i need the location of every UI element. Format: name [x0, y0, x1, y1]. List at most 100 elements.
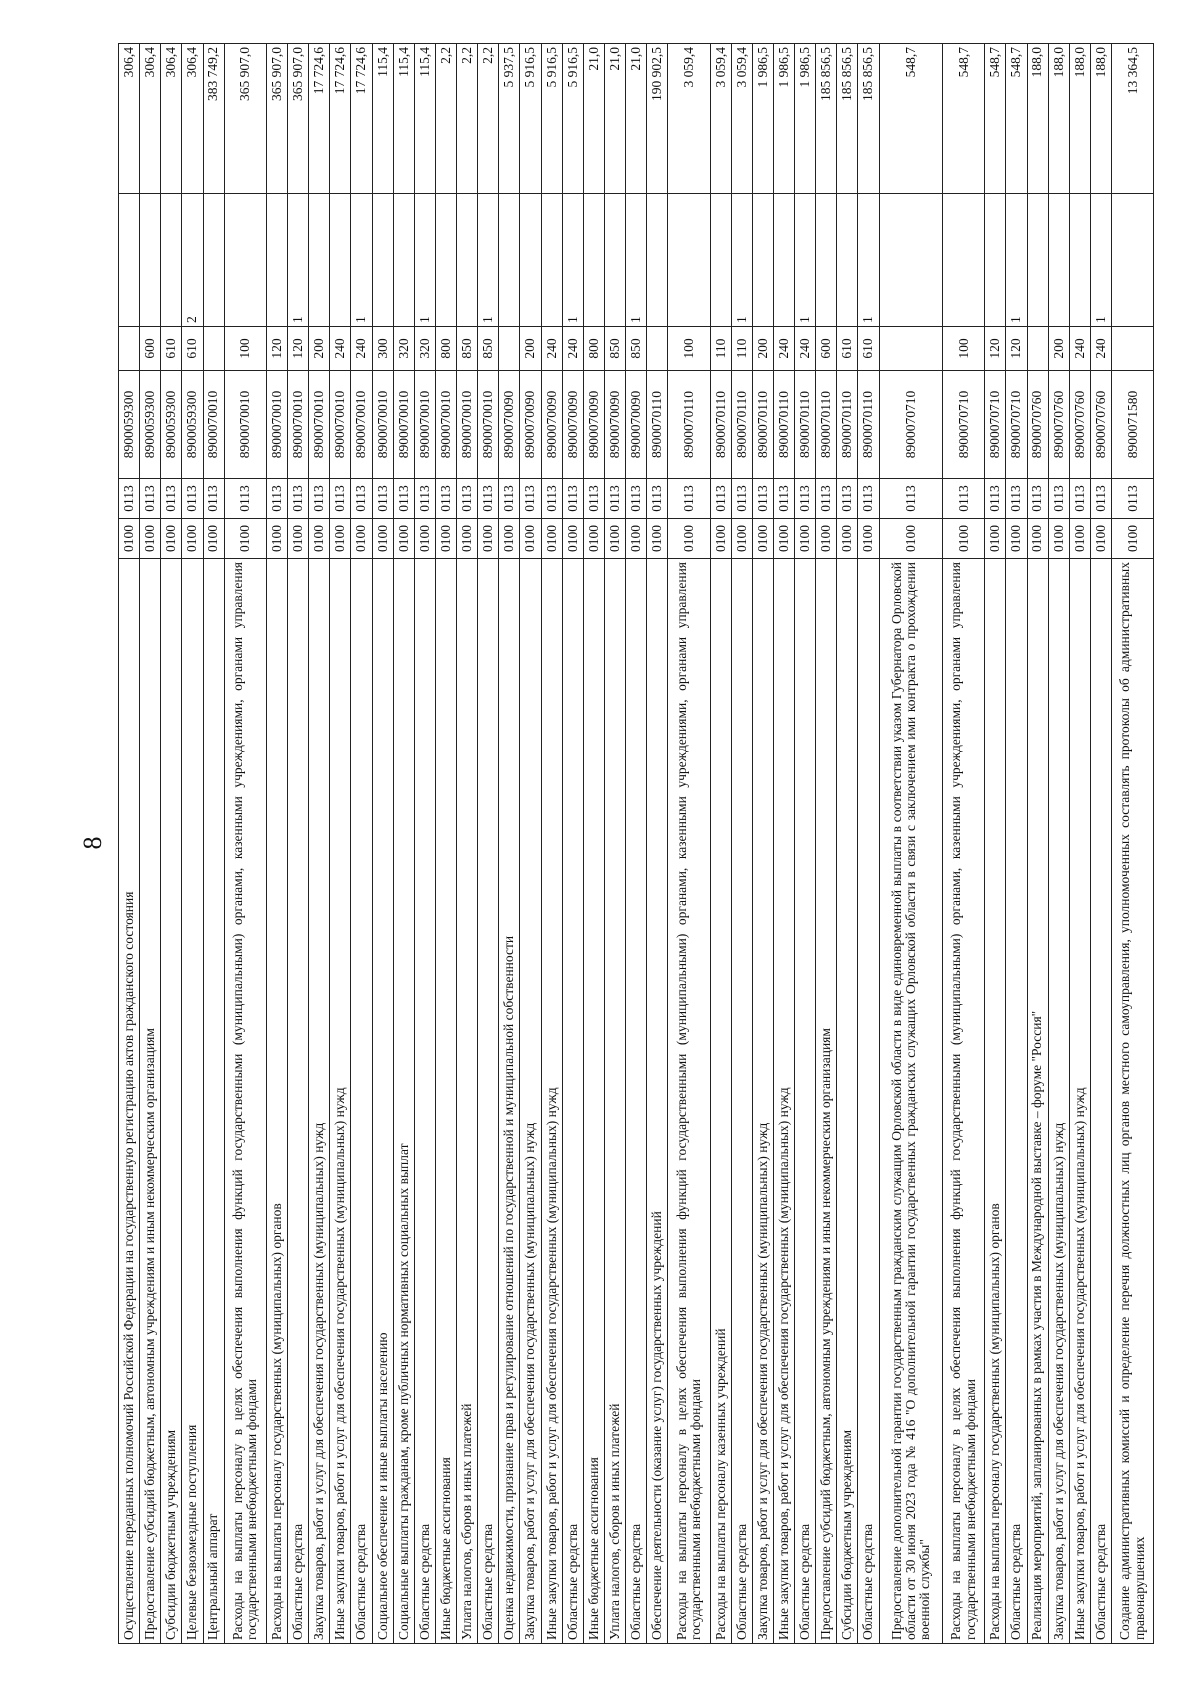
- row-amount-cell: 306,4: [181, 43, 203, 194]
- table-row: Иные закупки товаров, работ и услуг для …: [773, 43, 795, 1644]
- row-name-cell: Закупка товаров, работ и услуг для обесп…: [308, 558, 330, 1644]
- row-section-cell: 0100: [1048, 518, 1070, 559]
- row-source-mark-cell: [224, 193, 267, 327]
- row-name-cell: Закупка товаров, работ и услуг для обесп…: [519, 558, 542, 1644]
- table-row: Расходы на выплаты персоналу в целях обе…: [224, 43, 267, 1644]
- row-name-cell: Расходы на выплаты персоналу в целях обе…: [224, 558, 267, 1644]
- row-target-article-cell: 8900070090: [519, 370, 542, 479]
- row-section-cell: 0100: [583, 518, 605, 559]
- row-expense-type-cell: 610: [181, 326, 203, 371]
- page-number: 8: [78, 836, 107, 850]
- row-target-article-cell: 8900070090: [498, 370, 520, 479]
- row-source-mark-cell: [372, 193, 394, 327]
- row-target-article-cell: 8900059300: [160, 370, 182, 479]
- table-row: Иные закупки товаров, работ и услуг для …: [1069, 43, 1091, 1644]
- row-source-mark-cell: [752, 193, 774, 327]
- row-name-cell: Расходы на выплаты персоналу в целях обе…: [667, 558, 711, 1644]
- row-target-article-cell: 8900059300: [181, 370, 203, 479]
- row-expense-type-cell: 610: [836, 326, 858, 371]
- row-name-cell: Центральный аппарат: [203, 558, 225, 1644]
- row-name-cell: Областные средства: [1005, 558, 1028, 1644]
- table-row: Оценка недвижимости, признание прав и ре…: [498, 43, 520, 1644]
- row-expense-type-cell: 110: [731, 326, 753, 371]
- row-section-cell: 0100: [667, 518, 711, 559]
- row-amount-cell: 5 916,5: [562, 43, 584, 194]
- row-amount-cell: 1 986,5: [773, 43, 795, 194]
- row-name-cell: Областные средства: [414, 558, 436, 1644]
- row-subsection-cell: 0113: [1005, 478, 1028, 519]
- row-name-cell: Социальное обеспечение и иные выплаты на…: [372, 558, 394, 1644]
- row-source-mark-cell: [541, 193, 563, 327]
- table-row: Предоставление субсидий бюджетным, автон…: [815, 43, 837, 1644]
- table-row: Расходы на выплаты персоналу в целях обе…: [942, 43, 985, 1644]
- row-target-article-cell: 8900070110: [710, 370, 732, 479]
- row-expense-type-cell: 120: [984, 326, 1006, 371]
- row-section-cell: 0100: [836, 518, 858, 559]
- row-expense-type-cell: [879, 326, 943, 371]
- row-name-cell: Расходы на выплаты персоналу в целях обе…: [942, 558, 985, 1644]
- row-amount-cell: 115,4: [393, 43, 415, 194]
- row-amount-cell: 5 916,5: [541, 43, 563, 194]
- row-source-mark-cell: [1111, 193, 1154, 327]
- row-amount-cell: 365 907,0: [287, 43, 309, 194]
- row-target-article-cell: 8900070010: [477, 370, 499, 479]
- row-subsection-cell: 0113: [879, 478, 943, 519]
- row-section-cell: 0100: [604, 518, 626, 559]
- row-target-article-cell: 8900070010: [456, 370, 478, 479]
- row-amount-cell: 17 724,6: [329, 43, 351, 194]
- row-amount-cell: 548,7: [879, 43, 943, 194]
- row-subsection-cell: 0113: [224, 478, 267, 519]
- row-expense-type-cell: 100: [224, 326, 267, 371]
- row-section-cell: 0100: [181, 518, 203, 559]
- row-section-cell: 0100: [456, 518, 478, 559]
- row-section-cell: 0100: [752, 518, 774, 559]
- row-section-cell: 0100: [1027, 518, 1049, 559]
- row-source-mark-cell: 1: [350, 193, 373, 327]
- row-section-cell: 0100: [224, 518, 267, 559]
- row-source-mark-cell: 1: [794, 193, 816, 327]
- row-amount-cell: 17 724,6: [350, 43, 373, 194]
- row-target-article-cell: 8900070760: [1048, 370, 1070, 479]
- row-name-cell: Уплата налогов, сборов и иных платежей: [456, 558, 478, 1644]
- row-subsection-cell: 0113: [710, 478, 732, 519]
- row-subsection-cell: 0113: [773, 478, 795, 519]
- row-amount-cell: 548,7: [942, 43, 985, 194]
- table-row: Обеспечение деятельности (оказание услуг…: [646, 43, 668, 1644]
- row-section-cell: 0100: [329, 518, 351, 559]
- row-target-article-cell: 8900070760: [1069, 370, 1091, 479]
- row-name-cell: Субсидии бюджетным учреждениям: [836, 558, 858, 1644]
- row-source-mark-cell: [308, 193, 330, 327]
- row-section-cell: 0100: [160, 518, 182, 559]
- row-source-mark-cell: [667, 193, 711, 327]
- row-expense-type-cell: 110: [710, 326, 732, 371]
- row-source-mark-cell: [836, 193, 858, 327]
- row-target-article-cell: 8900070090: [562, 370, 584, 479]
- row-subsection-cell: 0113: [1090, 478, 1112, 519]
- table-row: Социальные выплаты гражданам, кроме публ…: [393, 43, 415, 1644]
- table-stage: Осуществление переданных полномочий Росс…: [118, 43, 1154, 1644]
- rotated-table-wrapper: Осуществление переданных полномочий Росс…: [118, 43, 1154, 1644]
- row-name-cell: Областные средства: [562, 558, 584, 1644]
- row-name-cell: Субсидии бюджетным учреждениям: [160, 558, 182, 1644]
- row-source-mark-cell: [393, 193, 415, 327]
- row-subsection-cell: 0113: [1111, 478, 1154, 519]
- row-source-mark-cell: [160, 193, 182, 327]
- row-source-mark-cell: [646, 193, 668, 327]
- row-amount-cell: 2,2: [435, 43, 457, 194]
- row-name-cell: Областные средства: [1090, 558, 1112, 1644]
- row-subsection-cell: 0113: [498, 478, 520, 519]
- row-subsection-cell: 0113: [181, 478, 203, 519]
- row-subsection-cell: 0113: [1027, 478, 1049, 519]
- row-amount-cell: 185 856,5: [815, 43, 837, 194]
- row-expense-type-cell: 120: [266, 326, 288, 371]
- row-amount-cell: 17 724,6: [308, 43, 330, 194]
- row-amount-cell: 2,2: [456, 43, 478, 194]
- row-name-cell: Иные закупки товаров, работ и услуг для …: [541, 558, 563, 1644]
- row-name-cell: Областные средства: [731, 558, 753, 1644]
- row-amount-cell: 306,4: [139, 43, 161, 194]
